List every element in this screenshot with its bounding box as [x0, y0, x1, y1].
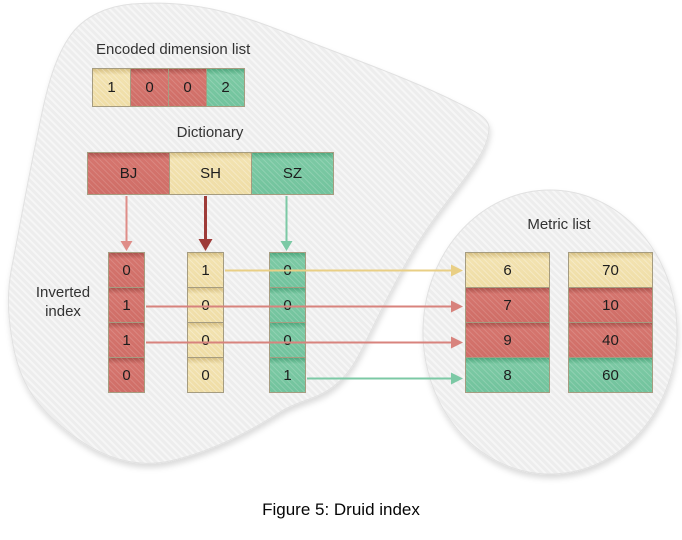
- metric-list-label: Metric list: [527, 216, 591, 233]
- bitmap-cell: 0: [269, 287, 306, 323]
- metric-cell: 10: [568, 287, 653, 323]
- main-blob: [7, 2, 490, 464]
- dictionary-entry: SH: [169, 152, 252, 195]
- bitmap-cell: 0: [269, 322, 306, 358]
- dictionary-entry: BJ: [87, 152, 170, 195]
- metric-column-2: 70 10 40 60: [568, 252, 653, 393]
- bitmap-cell: 0: [187, 287, 224, 323]
- arrow-sh-to-column: [198, 196, 213, 251]
- figure-caption: Figure 5: Druid index: [262, 500, 420, 519]
- metric-cell: 8: [465, 357, 550, 393]
- inverted-index-label: Inverted index: [16, 283, 110, 321]
- inverted-index-label-line1: Inverted: [35, 284, 91, 301]
- inverted-index-label-line2: index: [45, 303, 81, 320]
- encoded-dimension-list-label: Encoded dimension list: [96, 41, 251, 58]
- encoded-cell: 1: [92, 68, 131, 107]
- dictionary-entry: SZ: [251, 152, 334, 195]
- metric-cell: 60: [568, 357, 653, 393]
- encoded-cell: 0: [130, 68, 169, 107]
- bitmap-cell: 0: [187, 357, 224, 393]
- bitmap-cell: 1: [108, 322, 145, 358]
- bitmap-cell: 1: [269, 357, 306, 393]
- bitmap-cell: 1: [108, 287, 145, 323]
- dictionary: BJ SH SZ: [87, 152, 334, 195]
- bitmap-cell: 0: [187, 322, 224, 358]
- arrow-bj-to-column: [120, 196, 133, 251]
- dictionary-label: Dictionary: [176, 124, 244, 141]
- bitmap-cell: 0: [108, 357, 145, 393]
- inverted-index-column-sz: 0 0 0 1: [269, 252, 306, 393]
- encoded-dimension-list: 1 0 0 2: [92, 68, 245, 107]
- metric-cell: 6: [465, 252, 550, 288]
- bitmap-cell: 0: [269, 252, 306, 288]
- metric-cell: 7: [465, 287, 550, 323]
- bitmap-cell: 1: [187, 252, 224, 288]
- arrow-row4-to-metric: [307, 372, 463, 385]
- metric-column-1: 6 7 9 8: [465, 252, 550, 393]
- bitmap-cell: 0: [108, 252, 145, 288]
- encoded-cell: 0: [168, 68, 207, 107]
- metric-cell: 40: [568, 322, 653, 358]
- metric-cell: 9: [465, 322, 550, 358]
- arrow-row1-to-metric: [225, 264, 463, 277]
- arrow-sz-to-column: [280, 196, 293, 251]
- inverted-index-column-bj: 0 1 1 0: [108, 252, 145, 393]
- encoded-cell: 2: [206, 68, 245, 107]
- inverted-index-column-sh: 1 0 0 0: [187, 252, 224, 393]
- metric-cell: 70: [568, 252, 653, 288]
